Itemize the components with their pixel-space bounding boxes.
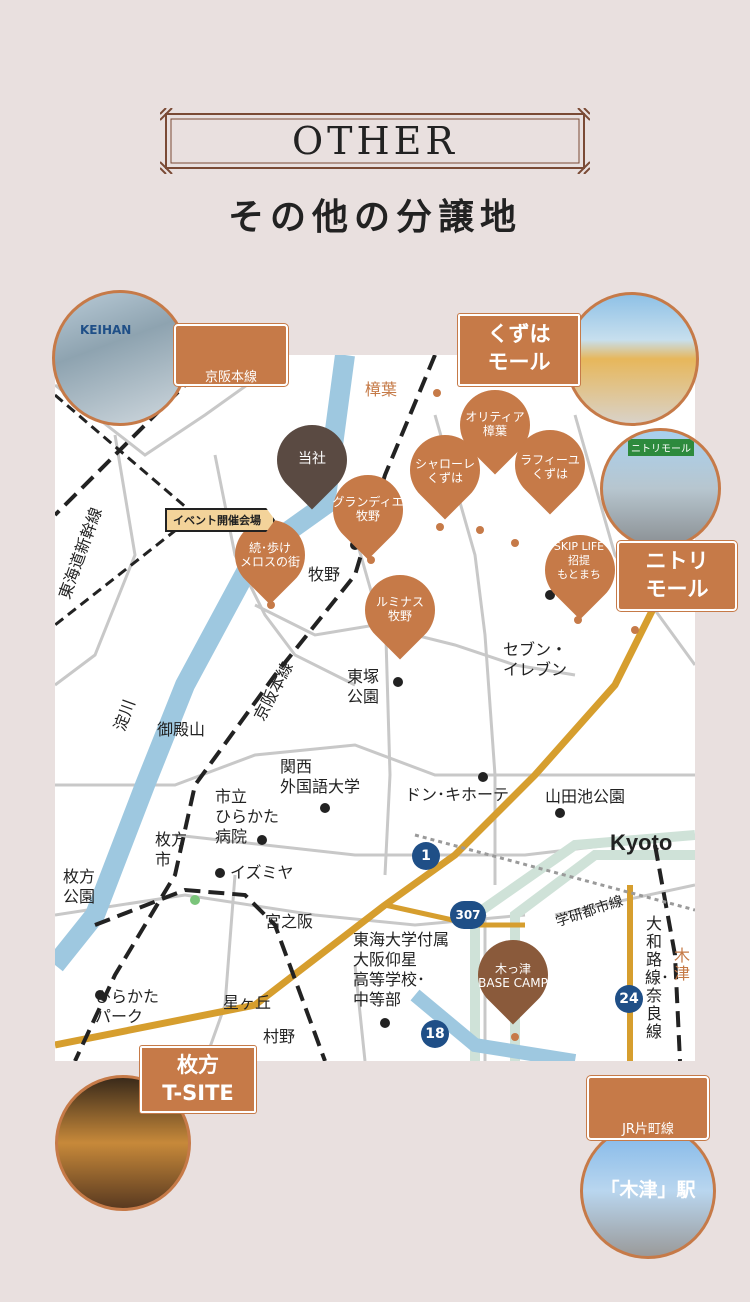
hirakata-park-label: ひらかた パーク [95,987,160,1026]
kuzuha-mall-photo [565,292,699,426]
tsite-photo [55,1075,191,1211]
area-map[interactable]: 樟葉 牧野 東海道新幹線 京阪本線 淀川 御殿山 東塚 公園 セブン・ イレブン… [55,355,695,1061]
donki-label: ドン･キホーテ [405,785,510,804]
hirakatashi-label: 枚方 市 [155,830,188,869]
page-title: OTHER [292,119,458,163]
kuzuha-label: 樟葉 [365,380,398,399]
kuzuha-mall-callout[interactable]: くずは モール [458,314,580,386]
skip-pin-label: SKIP LIFE 招提 もとまち [553,540,605,581]
gotenyama-label: 御殿山 [157,720,206,739]
kizu-label: 木津 [673,946,690,983]
laffine-pin-label: ラフィーユ くずは [520,453,580,481]
page-subtitle: その他の分譲地 [227,196,522,238]
event-label: イベント開催会場 [165,508,275,532]
route-18-marker: 18 [421,1020,449,1048]
shiritsu-label: 市立 ひらかた 病院 [215,787,280,846]
makino-label: 牧野 [308,565,341,584]
tokai-high-label: 東海大学付属 大阪仰星 高等学校･ 中等部 [353,930,450,1009]
header-banner-frame [160,108,590,174]
nitori-mall-photo: ニトリモール [600,428,721,549]
kizu-station-photo [580,1123,716,1259]
higashi-tsuka-label: 東塚 公園 [347,667,380,706]
kuzuha-station-line: 京阪本線 [204,370,257,385]
yamato-label: 大和路線･奈良線 [645,914,670,1041]
seven-label: セブン・ イレブン [503,640,568,679]
nitori-mall-callout[interactable]: ニトリ モール [617,541,737,611]
route-1-marker: 1 [412,842,440,870]
oritia-pin-label: オリティア 樟葉 [465,410,525,438]
tsite-callout[interactable]: 枚方 T-SITE [140,1046,256,1113]
kuzuha-station-name: 「樟葉」駅 [183,427,279,449]
yamada-label: 山田池公園 [545,787,626,806]
zoku-pin-label: 続･歩け メロスの街 [239,541,300,569]
kuzuha-station-photo: KEIHAN [52,290,188,426]
grandi-pin-label: グランディエ 牧野 [332,495,404,523]
nitori-sign: ニトリモール [628,439,694,456]
kansai-gaidai-label: 関西 外国語大学 [280,757,361,796]
hq-pin-label: 当社 [298,451,326,467]
kyoto-label: Kyoto [610,830,673,855]
map-roads [55,355,695,1061]
kizu-station-callout[interactable]: JR片町線 「木津」駅 [587,1076,709,1201]
hirakata-koen-label: 枚方 公園 [63,867,96,906]
hoshigaoka-label: 星ヶ丘 [223,993,272,1012]
charolais-pin-label: シャローレ くずは [414,457,475,485]
kuzuha-station-callout[interactable]: 京阪本線 「樟葉」駅 [174,324,288,449]
route-24-marker: 24 [615,985,643,1013]
kizu-station-name: 「木津」駅 [600,1179,696,1201]
kizu-station-line: JR片町線 [622,1122,674,1137]
izumiya-label: イズミヤ [230,863,294,882]
keihan-sign: KEIHAN [80,323,132,337]
route-307-marker: 307 [450,901,486,929]
kizu-base-pin-label: 木っ津 BASE CAMP [478,962,548,990]
miyanosaka-label: 宮之阪 [265,912,314,931]
luminas-pin-label: ルミナス 牧野 [375,595,424,623]
murano-label: 村野 [263,1027,296,1046]
